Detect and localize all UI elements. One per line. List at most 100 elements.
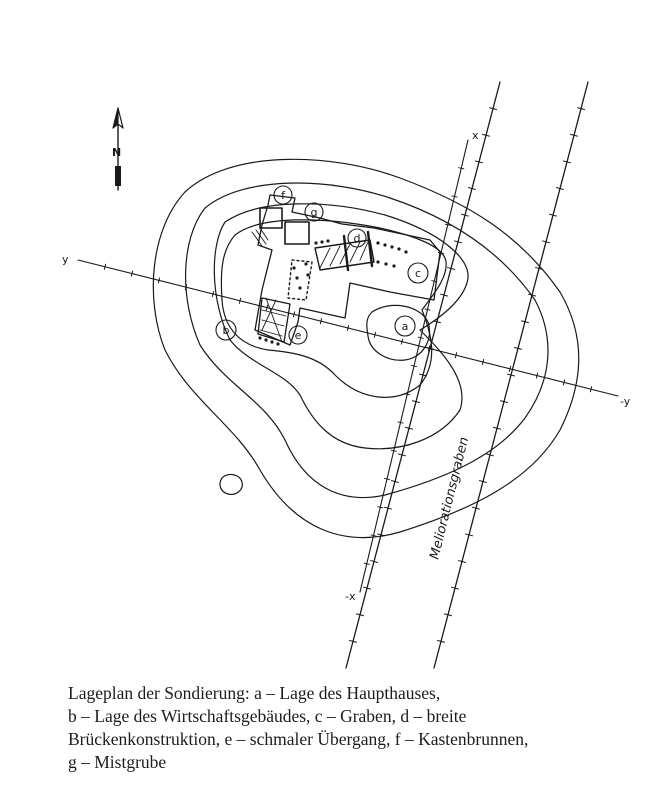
canal-right-tick: [577, 107, 585, 111]
marker-f: f: [281, 189, 286, 202]
x-axis-tick: [404, 393, 411, 396]
caption-line-2: b – Lage des Wirtschaftsgebäudes, c – Gr…: [68, 706, 467, 726]
canal-right-tick: [486, 453, 494, 457]
y-axis-tick: [535, 372, 539, 379]
y-axis-tick: [157, 277, 161, 284]
contour-2: [184, 182, 549, 499]
canal-left-tick: [482, 133, 490, 137]
canal-left-tick: [412, 400, 420, 404]
y-axis-tick: [589, 386, 593, 393]
canal-right-tick: [444, 613, 452, 617]
y-axis-tick: [400, 338, 404, 345]
canal-left-tick: [398, 453, 406, 457]
y-axis-tick: [481, 358, 485, 366]
excavation-outline: [254, 194, 441, 346]
y-axis-tick: [265, 304, 269, 311]
canal-left-tick: [426, 346, 434, 350]
contour-outer: [152, 158, 580, 539]
feature-hatching: [251, 207, 375, 343]
canal-right-tick: [563, 160, 571, 164]
canal-ticks: [349, 107, 585, 643]
canal-right-tick: [479, 480, 487, 484]
canal-left-tick: [377, 533, 385, 537]
canal-right-tick: [437, 639, 445, 643]
x-axis-tick: [444, 223, 451, 226]
canal-right-tick: [514, 346, 522, 350]
axis-label-neg-y: -y: [620, 395, 631, 408]
canal-left-tick: [419, 373, 427, 377]
canal-left-tick: [391, 480, 399, 484]
x-axis-tick: [410, 364, 418, 368]
canal-right-tick: [458, 559, 466, 563]
canal-left-tick: [349, 639, 357, 643]
site-plan: N x -x y -y Meliorationsgraben f g d c a…: [62, 81, 631, 669]
y-axis-tick: [454, 352, 458, 359]
x-axis-tick: [451, 195, 458, 198]
marker-c: c: [415, 267, 421, 280]
contour-3: [213, 203, 469, 450]
caption-line-1: Lageplan der Sondierung: a – Lage des Ha…: [68, 683, 441, 703]
axis-ticks: [103, 167, 593, 565]
x-axis-tick: [370, 534, 377, 537]
canal-left-tick: [440, 293, 448, 297]
marker-e: e: [295, 329, 302, 342]
caption-line-4: g – Mistgrube: [68, 752, 167, 772]
marker-d: d: [354, 232, 361, 245]
y-axis-tick: [562, 379, 566, 386]
canal-left-tick: [461, 213, 469, 217]
contour-basin: [366, 304, 431, 361]
canal-left-tick: [433, 320, 441, 324]
contour-ring: [219, 473, 243, 495]
canal-left-tick: [489, 107, 497, 111]
canal-left-tick: [384, 506, 392, 510]
x-axis-tick: [390, 449, 397, 452]
y-axis-tick: [238, 297, 242, 304]
x-axis-tick: [397, 421, 404, 424]
axis-label-x: x: [472, 129, 479, 142]
canal-left-tick: [363, 586, 371, 590]
north-arrow-icon: [112, 107, 124, 191]
marker-a: a: [402, 320, 409, 333]
marker-g: g: [311, 206, 318, 219]
drainage-canal: [345, 81, 589, 669]
canal-right-tick: [472, 506, 480, 510]
caption-line-3: Brückenkonstruktion, e – schmaler Überga…: [68, 729, 529, 749]
figure-caption: Lageplan der Sondierung: a – Lage des Ha…: [68, 682, 628, 774]
axis-label-y: y: [62, 253, 69, 266]
coordinate-axes: [77, 139, 619, 593]
x-axis-tick: [363, 562, 370, 565]
canal-right-tick: [570, 133, 578, 137]
canal-right-tick: [493, 426, 501, 430]
feature-markers: [215, 185, 429, 345]
canal-right-tick: [556, 187, 564, 191]
canal-left-tick: [405, 426, 413, 430]
y-axis-tick: [103, 263, 107, 270]
y-axis-tick: [211, 290, 215, 298]
canal-right-tick: [542, 240, 550, 244]
canal-left-tick: [447, 266, 455, 270]
canal-right-tick: [451, 586, 459, 590]
canal-right-tick: [465, 533, 473, 537]
y-axis-tick: [508, 365, 512, 372]
canal-right-tick: [521, 320, 529, 324]
canal-left-tick: [475, 160, 483, 164]
canal-right-tick: [528, 293, 536, 297]
north-label: N: [112, 146, 121, 159]
canal-left-tick: [454, 240, 462, 244]
x-axis-tick: [431, 280, 438, 283]
x-axis-tick: [417, 336, 424, 339]
y-axis-tick: [184, 284, 188, 291]
contour-4: [220, 219, 447, 398]
x-axis-tick: [377, 506, 384, 509]
canal-right-tick: [507, 373, 515, 377]
x-axis-tick: [458, 167, 465, 170]
canal-right-tick: [535, 266, 543, 270]
axis-label-neg-x: -x: [345, 590, 356, 603]
x-axis-tick: [383, 477, 391, 481]
canal-label: Meliorationsgraben: [427, 436, 472, 561]
canal-right-tick: [549, 213, 557, 217]
x-axis-tick: [437, 251, 445, 255]
y-axis-tick: [292, 311, 296, 318]
marker-b: b: [223, 324, 230, 337]
canal-left-tick: [370, 559, 378, 563]
